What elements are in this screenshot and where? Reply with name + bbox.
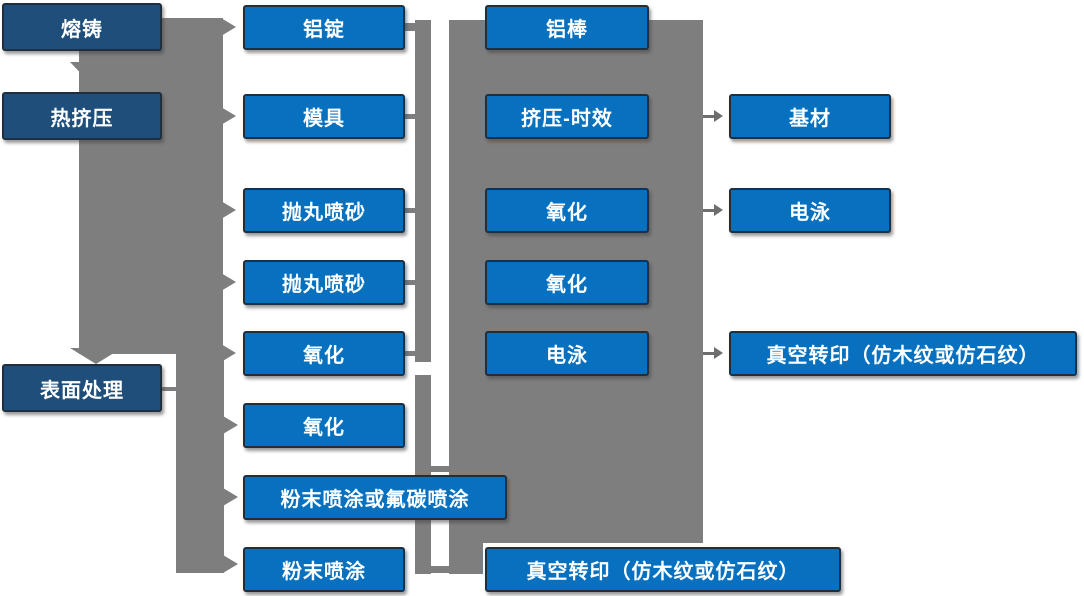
arrowhead-to-mold	[221, 107, 236, 125]
node-surface-treatment: 表面处理	[2, 364, 162, 412]
node-electrophoresis-2: 电泳	[729, 188, 891, 233]
connector-tick-e2	[431, 566, 449, 573]
connector-tick-e1	[431, 466, 449, 472]
node-powder-or-fluorocarbon-coating: 粉末喷涂或氟碳喷涂	[243, 475, 507, 520]
connector-tick-row2	[404, 114, 416, 119]
connector-tick-row5	[404, 351, 416, 356]
node-anodizing-4: 氧化	[485, 260, 649, 305]
arrow-down-to-hot-extrusion	[70, 62, 110, 83]
arrowhead-to-vacuum-transfer	[714, 347, 723, 359]
arrow-to-electrophoresis	[703, 209, 715, 212]
node-shot-blasting-1: 抛丸喷砂	[243, 188, 405, 233]
node-aluminum-rod: 铝棒	[485, 5, 649, 50]
node-anodizing-1: 氧化	[243, 331, 405, 376]
arrowhead-to-substrate	[714, 110, 723, 122]
arrowhead-to-shot-blasting-1	[221, 201, 236, 219]
connector-tick-row3	[404, 208, 416, 213]
connector-collector-bar-bottom	[415, 375, 431, 574]
connector-surface-band	[176, 350, 224, 573]
connector-center-panel-foot	[449, 543, 483, 574]
arrow-to-substrate	[703, 115, 715, 118]
arrowhead-to-powder-or-fluorocarbon-coating	[223, 488, 238, 506]
connector-surface-link	[162, 387, 178, 391]
arrowhead-to-shot-blasting-2	[221, 273, 236, 291]
node-vacuum-transfer-right: 真空转印（仿木纹或仿石纹）	[729, 331, 1077, 376]
node-vacuum-transfer-bottom: 真空转印（仿木纹或仿石纹）	[485, 547, 841, 592]
node-substrate: 基材	[729, 94, 891, 139]
arrowhead-to-electrophoresis	[714, 204, 723, 216]
node-aluminum-ingot: 铝锭	[243, 5, 405, 50]
node-anodizing-2: 氧化	[243, 403, 405, 448]
node-electrophoresis-1: 电泳	[485, 331, 649, 376]
arrowhead-to-aluminum-ingot	[221, 18, 236, 36]
node-melting-casting: 熔铸	[2, 3, 162, 51]
node-mold: 模具	[243, 94, 405, 139]
node-extrusion-aging: 挤压-时效	[485, 94, 649, 139]
arrowhead-to-anodizing-1	[221, 344, 236, 362]
connector-collector-bar-top	[415, 20, 431, 362]
node-powder-coating: 粉末喷涂	[243, 547, 405, 592]
node-hot-extrusion: 热挤压	[2, 92, 162, 140]
connector-tick-row1	[404, 23, 416, 31]
arrowhead-to-anodizing-2	[223, 416, 238, 434]
arrow-to-vacuum-transfer	[703, 352, 715, 355]
arrowhead-to-powder-coating	[223, 555, 238, 573]
connector-tick-row4	[404, 280, 416, 285]
node-anodizing-3: 氧化	[485, 188, 649, 233]
arrow-down-to-surface-treatment	[70, 348, 122, 364]
node-shot-blasting-2: 抛丸喷砂	[243, 260, 405, 305]
